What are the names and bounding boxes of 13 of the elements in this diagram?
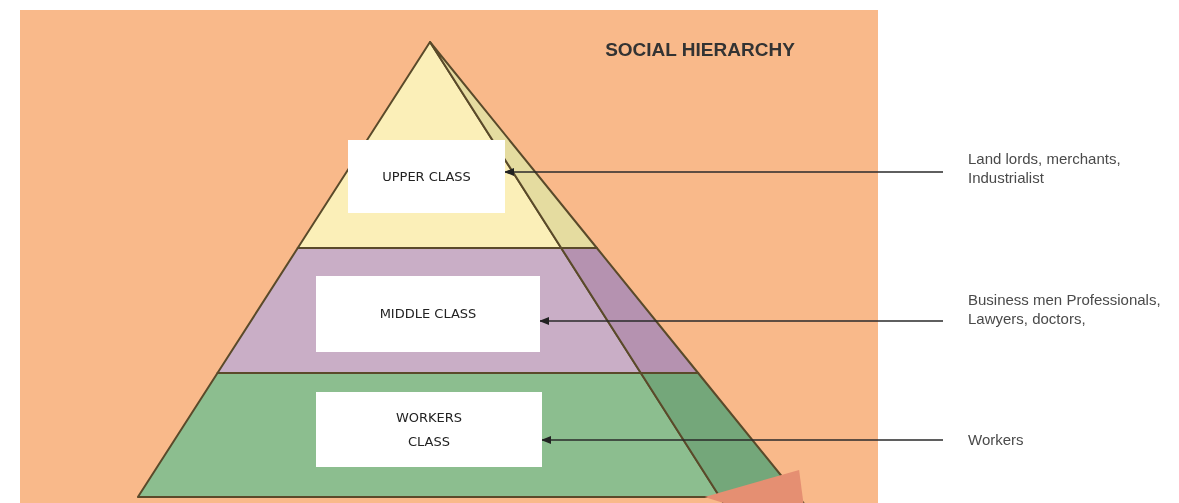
arrow bbox=[541, 436, 944, 444]
class-box bbox=[316, 392, 542, 467]
class-box bbox=[316, 276, 540, 352]
diagram-title: SOCIAL HIERARCHY bbox=[604, 38, 796, 62]
class-label: MIDDLE CLASS bbox=[378, 305, 478, 323]
description-text: Business men Professionals, Lawyers, doctors, bbox=[968, 290, 1162, 328]
arrow bbox=[539, 317, 944, 325]
class-label: WORKERS CLASS bbox=[394, 408, 464, 451]
class-label: UPPER CLASS bbox=[381, 167, 472, 186]
description-text: Land lords, merchants, Industrialist bbox=[968, 149, 1122, 187]
description-text: Workers bbox=[968, 430, 1025, 449]
class-box bbox=[348, 140, 505, 213]
arrow bbox=[504, 168, 944, 176]
